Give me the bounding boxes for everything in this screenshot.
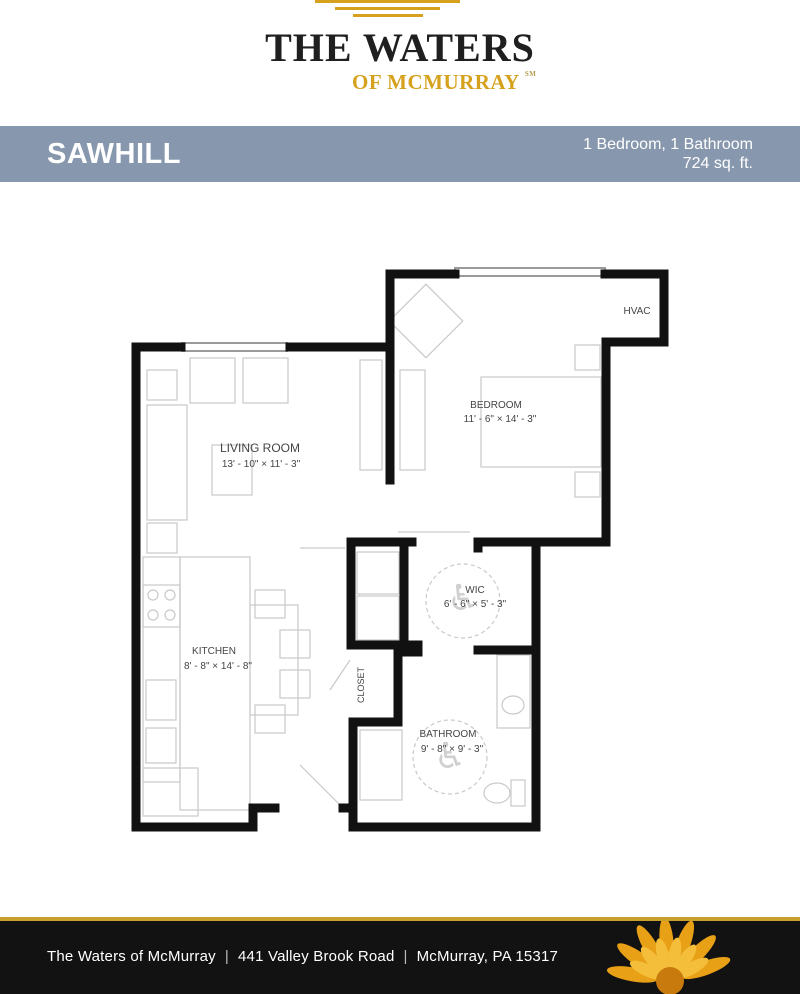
kitchen-sink (145, 679, 177, 721)
separator: | (403, 948, 408, 965)
brand-subtitle-text: OF MCMURRAY (352, 70, 520, 94)
armchair-left (189, 357, 236, 404)
dryer (356, 595, 400, 641)
footer: The Waters of McMurray | 441 Valley Brook … (0, 917, 800, 994)
plan-name: SAWHILL (47, 138, 181, 170)
living-window (181, 342, 288, 352)
side-table-top (146, 369, 178, 401)
burner (164, 609, 176, 621)
hvac-label: HVAC (623, 306, 650, 317)
bedroom-window (454, 267, 606, 277)
separator: | (224, 948, 229, 965)
closet-label: CLOSET (356, 666, 366, 703)
sofa (146, 404, 188, 521)
range (142, 584, 181, 628)
brand-title: THE WATERS (265, 25, 535, 70)
toilet (483, 782, 511, 804)
footer-address: The Waters of McMurray | 441 Valley Brook … (47, 948, 558, 965)
burner (147, 609, 159, 621)
bar-stool (254, 589, 286, 619)
bedroom-dims: 11' - 6" × 14' - 3" (464, 414, 537, 425)
refrigerator (142, 767, 199, 817)
kitchen-label: KITCHEN (192, 646, 236, 657)
wall (473, 269, 669, 547)
bar-stool (279, 629, 311, 659)
community-name: The Waters of McMurray (47, 948, 216, 965)
front-door-leaf (299, 764, 341, 806)
plan-area: 724 sq. ft. (682, 155, 753, 172)
vanity (496, 654, 531, 729)
lounge-chair (388, 283, 464, 359)
plan-info: 1 Bedroom, 1 Bathroom 724 sq. ft. (583, 135, 753, 173)
counter (142, 556, 181, 783)
burner (147, 589, 159, 601)
toilet-tank (510, 779, 526, 807)
wall (348, 537, 541, 832)
kitchen-dims: 8' - 8" × 14' - 8" (184, 661, 252, 672)
bedroom-label: BEDROOM (470, 400, 522, 411)
room-labels: HVAC BEDROOM 11' - 6" × 14' - 3" LIVING … (184, 306, 650, 755)
armchair-right (242, 357, 289, 404)
kitchen-floor-line (179, 556, 251, 811)
plan-header-band: SAWHILL 1 Bedroom, 1 Bathroom 724 sq. ft… (0, 126, 800, 182)
wall (285, 342, 395, 485)
floor-plan: ♿ ♿ HVAC BEDROOM 11' - 6" × 14' - 3" LIV… (131, 267, 669, 832)
bathroom-dims: 9' - 8" × 9' - 3" (421, 744, 484, 755)
walls (131, 269, 669, 832)
bath-turning-circle (412, 719, 488, 795)
dresser (399, 369, 426, 471)
wall (131, 342, 280, 832)
washer (356, 551, 400, 595)
dishwasher (145, 727, 177, 764)
wic-turning-circle (425, 563, 501, 639)
accessibility-icon: ♿ (447, 578, 479, 619)
living-label: LIVING ROOM (220, 441, 300, 455)
service-mark: SM (524, 70, 537, 78)
bathroom-label: BATHROOM (419, 729, 476, 740)
media-console (359, 359, 383, 471)
logo-lines (315, 0, 460, 20)
accessibility-icon: ♿ (434, 736, 466, 777)
side-table-bottom (146, 522, 178, 554)
burner (164, 589, 176, 601)
closet-door-leaf (329, 659, 351, 691)
brand-logo: THE WATERS OF MCMURRAY SM (0, 0, 800, 126)
coffee-table (211, 444, 253, 496)
bar-stool (254, 704, 286, 734)
plan-beds-baths: 1 Bedroom, 1 Bathroom (583, 136, 753, 153)
kitchen-island (249, 604, 299, 716)
flower-image (606, 921, 731, 994)
shower (359, 729, 403, 801)
brand-subtitle: OF MCMURRAY SM (352, 70, 536, 95)
nightstand-bottom (574, 471, 601, 498)
living-dims: 13' - 10" × 11' - 3" (222, 459, 301, 470)
wall (385, 269, 460, 352)
furniture-layer (142, 283, 602, 817)
city-state-zip: McMurray, PA 15317 (416, 948, 559, 965)
nightstand-top (574, 344, 601, 371)
wic-label: WIC (465, 585, 484, 596)
bed (480, 376, 602, 468)
bath-sink (501, 695, 525, 715)
wic-dims: 6' - 6" × 5' - 3" (444, 599, 507, 610)
bar-stool (279, 669, 311, 699)
footer-rule (0, 917, 800, 921)
street-address: 441 Valley Brook Road (237, 948, 395, 965)
